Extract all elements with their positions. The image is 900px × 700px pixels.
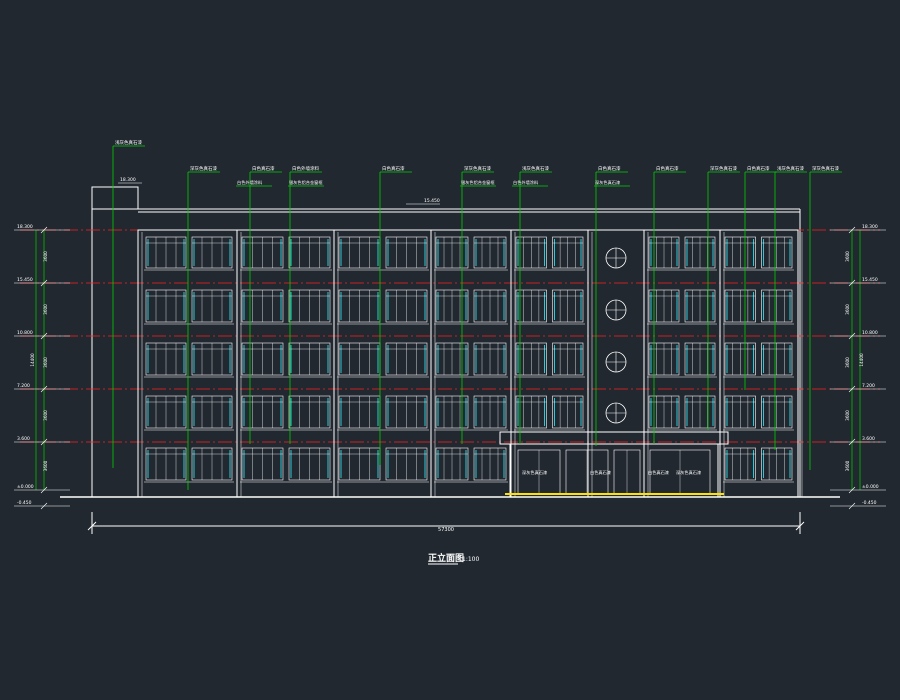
dim-tick — [40, 279, 48, 287]
note-top-sub: 白色外墙涂料 — [237, 179, 263, 186]
note-top: 深灰色真石漆 — [464, 165, 491, 172]
dim-tick — [848, 279, 856, 287]
level-label: 18.300 — [17, 224, 33, 230]
note-top: 浅灰色真石漆 — [777, 165, 804, 172]
level-label: 7.200 — [17, 383, 30, 389]
floor-dim: 3600 — [845, 410, 850, 421]
drawing-title: 正立面图 — [428, 552, 464, 564]
floor-dim: 3600 — [43, 251, 48, 262]
note-top-sub: 银灰色铝合金窗框 — [289, 179, 323, 186]
round-windows — [605, 247, 627, 424]
note-top: 白色真石漆 — [598, 165, 621, 172]
note-top: 白色真石漆 — [747, 165, 770, 172]
level-label: -0.450 — [862, 500, 877, 506]
dim-tick — [40, 486, 48, 494]
level-label: 18.300 — [862, 224, 878, 230]
level-label: 15.450 — [17, 277, 33, 283]
note-entrance: 深灰色真石漆 — [676, 469, 701, 476]
total-width-dimension — [87, 512, 805, 534]
annotation-labels: 浅灰色真石漆深灰色真石漆白色真石漆白色外墙涂料白色真石漆深灰色真石漆浅灰色真石漆… — [115, 139, 839, 476]
level-label: 3.600 — [17, 436, 30, 442]
note-top: 白色真石漆 — [656, 165, 679, 172]
total-width-text: 57300 — [438, 527, 454, 533]
total-height-dim: 14400 — [859, 353, 864, 367]
building-outline — [60, 186, 840, 498]
note-top: 白色外墙涂料 — [292, 165, 319, 172]
note-top: 深灰色真石漆 — [710, 165, 737, 172]
level-label: 15.450 — [862, 277, 878, 283]
floor-dim: 3600 — [845, 304, 850, 315]
dim-tick — [40, 332, 48, 340]
dim-tick — [40, 438, 48, 446]
floor-dim: 3600 — [43, 460, 48, 471]
total-height-dim: 14400 — [30, 353, 35, 367]
floor-dim: 3600 — [43, 410, 48, 421]
floor-dim: 3600 — [43, 357, 48, 368]
leader-lines — [112, 145, 842, 490]
note-entrance: 深灰色真石漆 — [522, 469, 547, 476]
dim-tick — [848, 226, 856, 234]
level-label: -0.450 — [17, 500, 32, 506]
level-label: ±0.000 — [862, 484, 879, 490]
level-label: ±0.000 — [17, 484, 34, 490]
level-label: 3.600 — [862, 436, 875, 442]
dim-tick — [40, 226, 48, 234]
drawing-scale: 1:100 — [462, 556, 479, 563]
window-grid — [144, 236, 794, 495]
entrance-canopy — [499, 431, 729, 497]
note-top: 深灰色真石漆 — [812, 165, 839, 172]
dim-tick — [40, 502, 48, 510]
roof-level: 15.450 — [424, 198, 440, 204]
level-label: 10.800 — [862, 330, 878, 336]
note-top: 深灰色真石漆 — [190, 165, 217, 172]
left-level-axis: 18.300 15.450 10.800 7.200 3.600 ±0.000 -0.450… — [14, 224, 70, 510]
dim-tick — [848, 385, 856, 393]
note-top-sub: 深灰色真石漆 — [595, 179, 620, 186]
floor-dim: 3600 — [845, 357, 850, 368]
note-entrance: 白色真石漆 — [648, 469, 669, 476]
dim-tick — [848, 502, 856, 510]
dim-tick — [848, 438, 856, 446]
note-top-sub: 银灰色铝合金窗框 — [461, 179, 495, 186]
level-label: 10.800 — [17, 330, 33, 336]
bay-columns — [137, 230, 803, 497]
note-top: 白色真石漆 — [252, 165, 275, 172]
floor-dim: 3600 — [845, 460, 850, 471]
dim-tick — [848, 486, 856, 494]
note-top-sub: 白色外墙涂料 — [513, 179, 539, 186]
note-top: 白色真石漆 — [382, 165, 405, 172]
note-entrance: 白色真石漆 — [590, 469, 611, 476]
roof-top-level: 18.300 — [120, 177, 136, 183]
floor-dim: 3600 — [845, 251, 850, 262]
note-top: 浅灰色真石漆 — [522, 165, 549, 172]
right-level-axis: 18.300 15.450 10.800 7.200 3.600 ±0.000 -0.450… — [830, 224, 886, 510]
dim-tick — [40, 385, 48, 393]
level-label: 7.200 — [862, 383, 875, 389]
note-top: 浅灰色真石漆 — [115, 139, 142, 146]
floor-dim: 3600 — [43, 304, 48, 315]
dim-tick — [848, 332, 856, 340]
